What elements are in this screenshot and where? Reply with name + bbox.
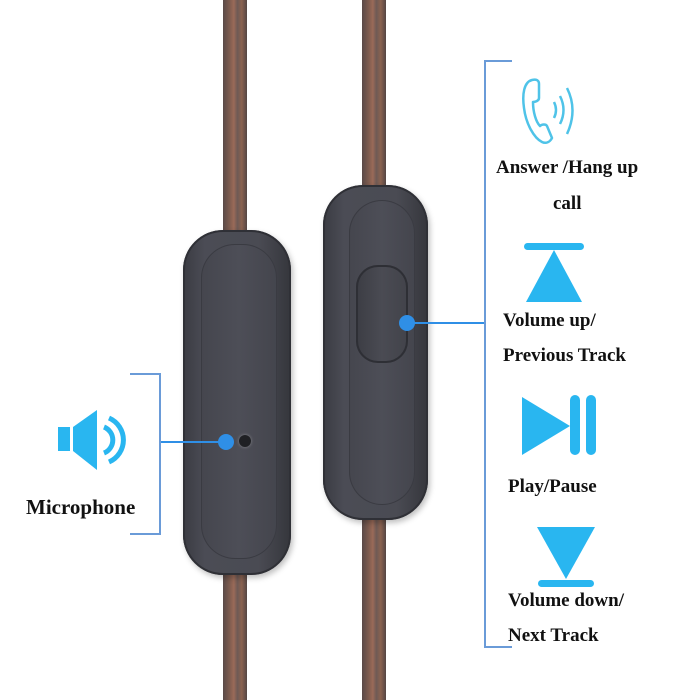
volume-up-label-line2: Previous Track <box>503 345 626 366</box>
right-cable-top <box>362 0 386 195</box>
mic-connector-dot <box>218 434 234 450</box>
volume-down-triangle-icon <box>537 527 595 587</box>
play-pause-icon <box>522 395 596 455</box>
answer-label-line1: Answer /Hang up <box>496 157 639 178</box>
mic-bracket-top <box>130 373 161 375</box>
mic-hole <box>239 435 251 447</box>
volume-down-label-line2: Next Track <box>508 625 599 646</box>
left-cable-top <box>223 0 247 240</box>
phone-ringing-icon <box>522 78 574 145</box>
control-remote <box>323 185 428 520</box>
controls-bracket-bottom <box>484 646 512 648</box>
mic-connector-line <box>160 441 222 443</box>
play-pause-label: Play/Pause <box>508 476 597 497</box>
left-cable-bottom <box>223 560 247 700</box>
answer-label-line2: call <box>553 193 582 214</box>
multifunction-button[interactable] <box>356 265 408 363</box>
volume-up-label-line1: Volume up/ <box>503 310 596 331</box>
mic-bracket-vertical <box>159 373 161 535</box>
volume-up-triangle-icon <box>524 243 584 302</box>
speaker-icon <box>58 410 126 470</box>
volume-down-label-line1: Volume down/ <box>508 590 624 611</box>
mic-bracket-bottom <box>130 533 161 535</box>
controls-bracket-vertical <box>484 60 486 648</box>
mic-remote <box>183 230 291 575</box>
button-connector-line <box>412 322 486 324</box>
button-connector-dot <box>399 315 415 331</box>
right-cable-bottom <box>362 510 386 700</box>
controls-bracket-top <box>484 60 512 62</box>
microphone-label: Microphone <box>26 495 136 519</box>
mic-remote-face <box>201 244 277 559</box>
